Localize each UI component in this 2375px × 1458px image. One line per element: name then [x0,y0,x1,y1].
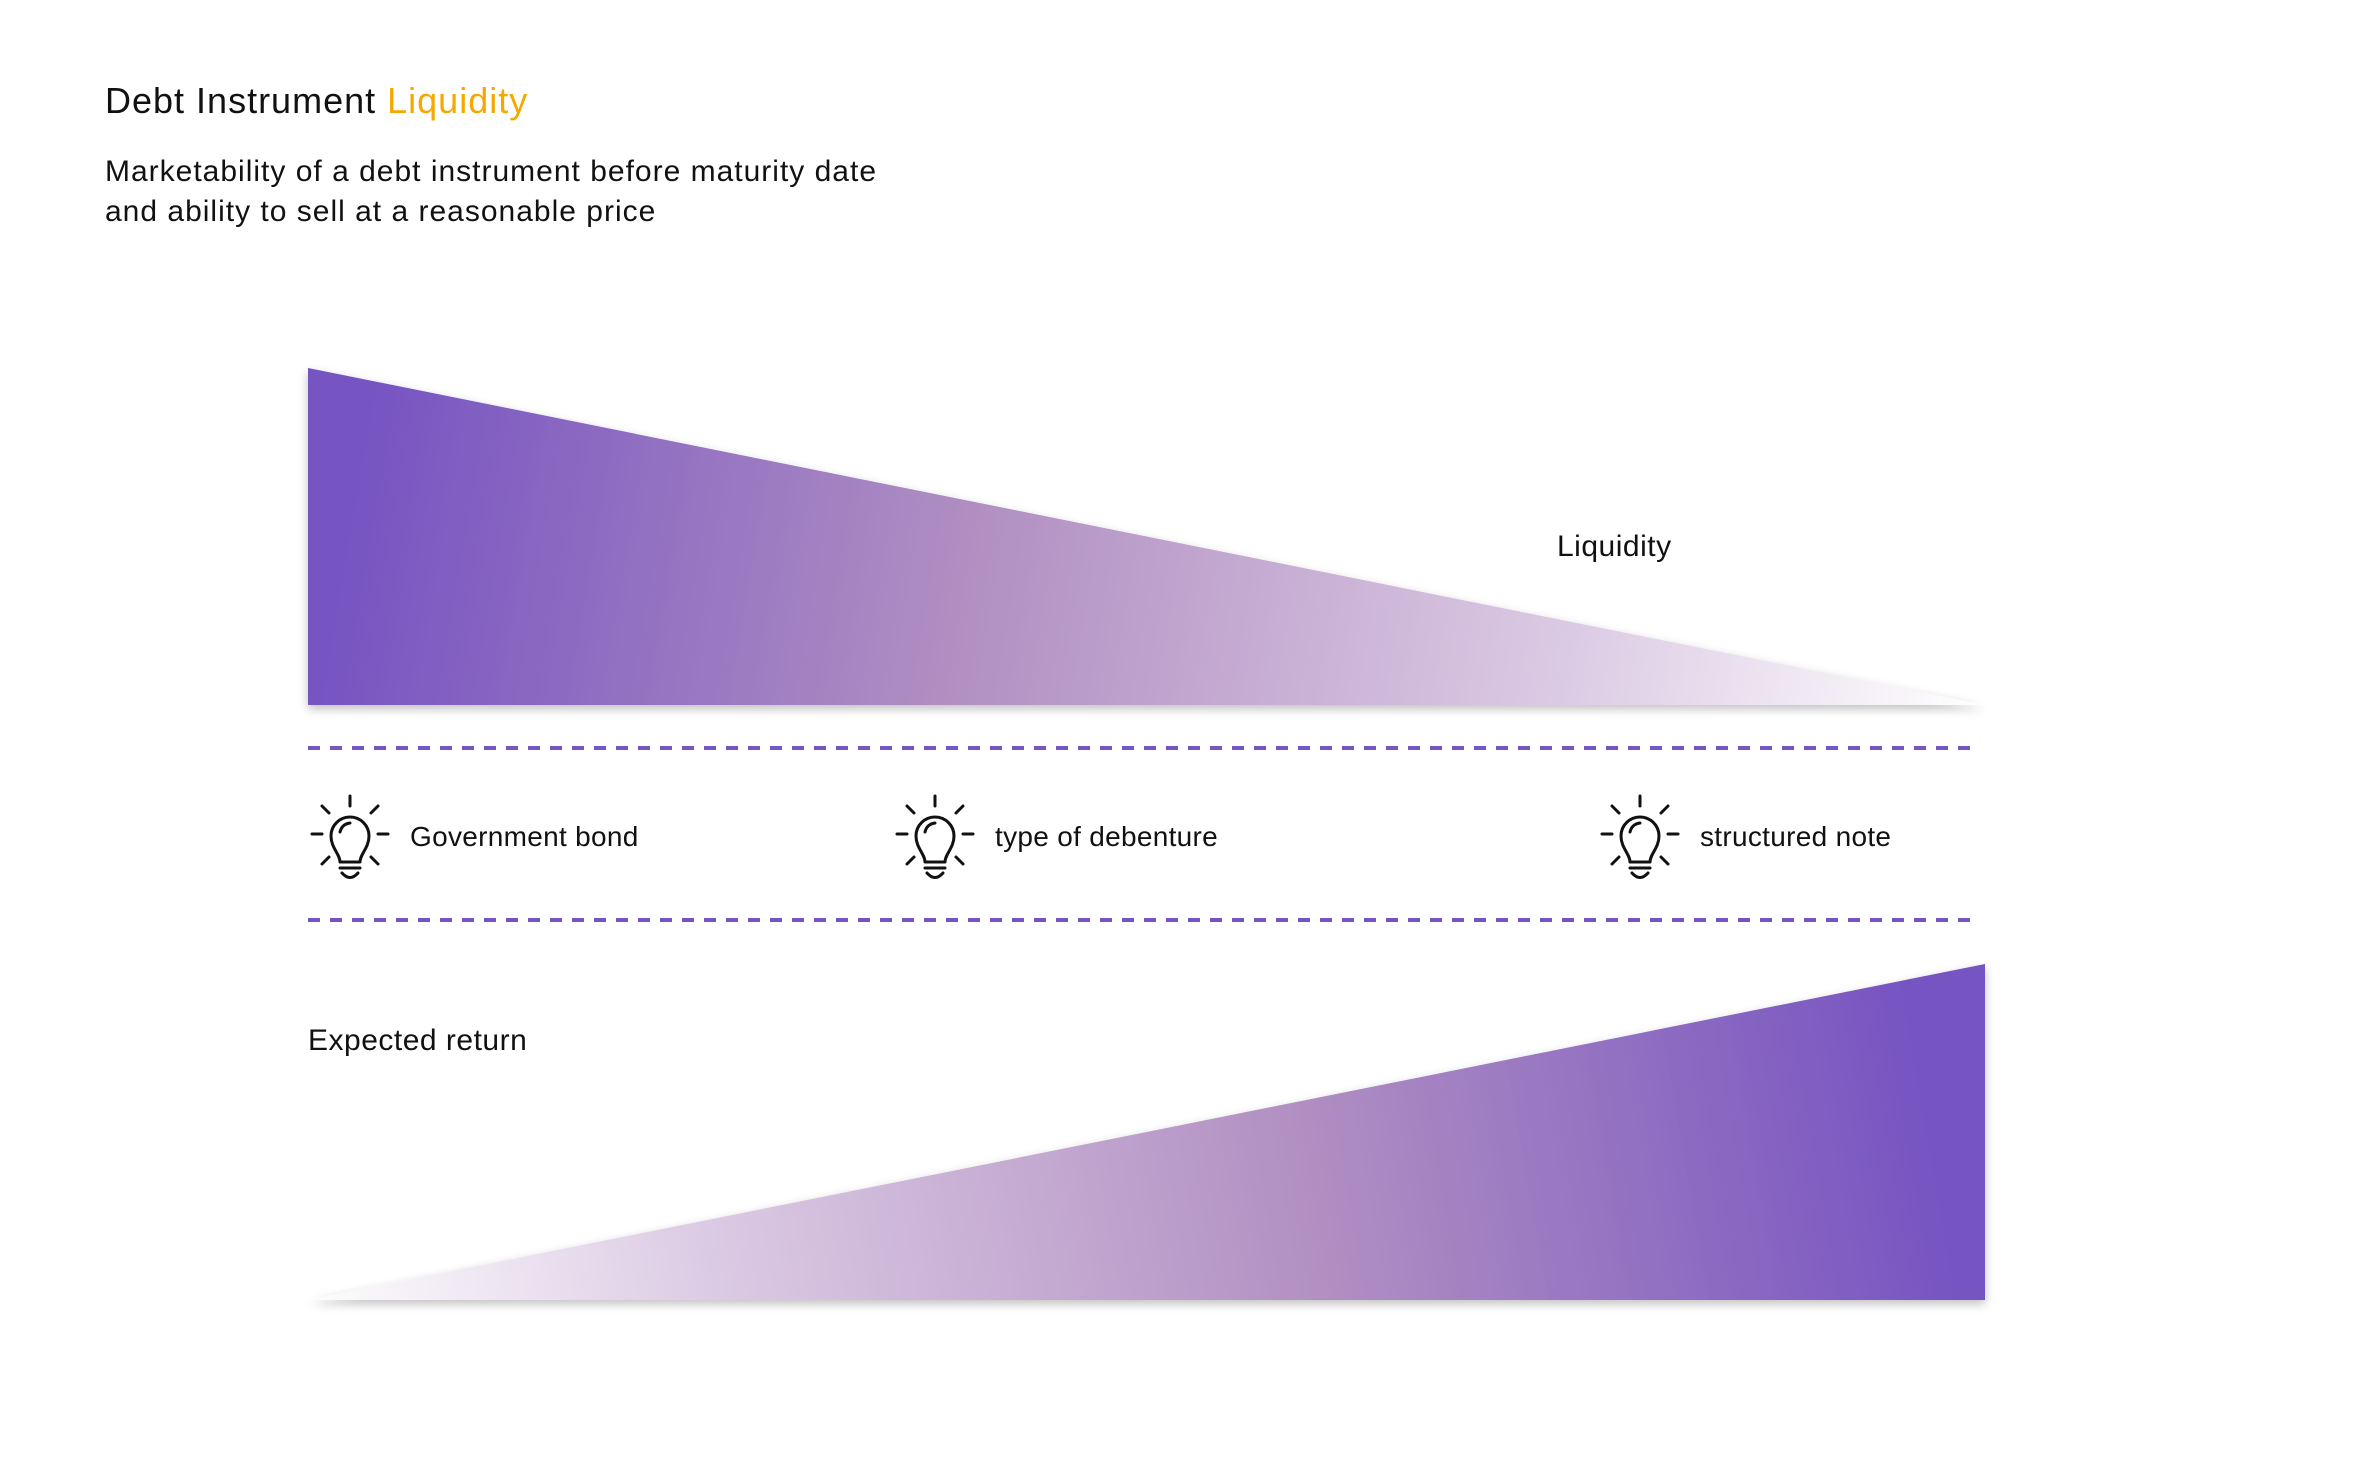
instrument-label: type of debenture [995,821,1219,852]
subtitle-line-1: Marketability of a debt instrument befor… [105,155,878,188]
page-title: Debt Instrument Liquidity [105,80,528,122]
title-main: Debt Instrument [105,80,377,121]
page-subtitle: Marketability of a debt instrument befor… [105,152,877,232]
instrument-label: structured note [1700,821,1892,852]
title-accent: Liquidity [387,80,529,121]
lightbulb-icon [895,794,975,879]
subtitle-line-2: and ability to sell at a reasonable pric… [105,195,657,228]
expected-return-wedge [308,964,1985,1300]
instrument-structured-note: structured note [1598,792,1891,882]
lightbulb-icon [310,794,390,879]
expected-return-label: Expected return [308,1024,528,1057]
liquidity-wedge [308,368,1985,705]
lightbulb-icon [1600,794,1680,879]
instrument-government-bond: Government bond [308,792,639,882]
instrument-label: Government bond [410,821,639,852]
liquidity-label: Liquidity [1557,530,1672,563]
instrument-type-of-debenture: type of debenture [893,792,1218,882]
